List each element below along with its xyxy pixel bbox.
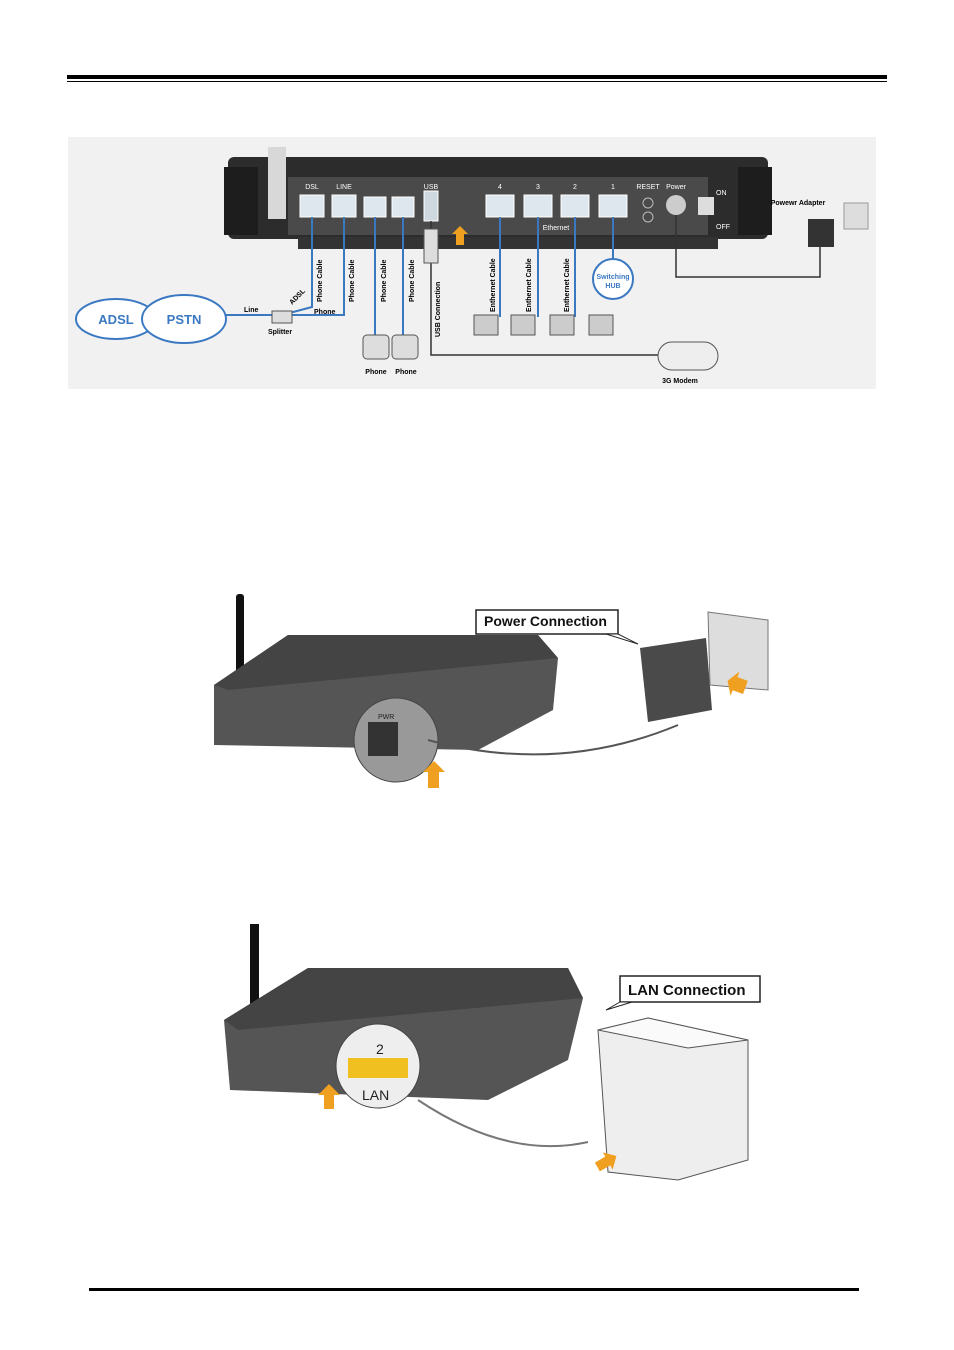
modem-icon [658, 342, 718, 370]
off-label: OFF [716, 224, 730, 231]
power-connection-diagram: PWR Power Connection [208, 590, 778, 800]
cable-eth-3: Enthernet Cable [564, 258, 571, 312]
phone-link-label: Phone [314, 309, 335, 316]
lan-connection-diagram: 2 LAN LAN Connection [218, 920, 763, 1185]
pstn-cloud-label: PSTN [167, 312, 202, 327]
hub-label-2: HUB [605, 283, 620, 290]
cable-phone-1: Phone Cable [317, 259, 324, 302]
antenna-icon [268, 147, 286, 219]
usb-plug-icon [424, 229, 438, 263]
reset-label: RESET [636, 184, 660, 191]
phone-b-label: Phone [395, 369, 416, 376]
lan-port-number: 2 [376, 1041, 384, 1057]
lan-port-label: LAN [362, 1087, 389, 1103]
wall-socket-icon [844, 203, 868, 229]
power-adapter-icon [808, 219, 834, 247]
cable-eth-2: Enthernet Cable [526, 258, 533, 312]
on-label: ON [716, 190, 727, 197]
port-2-label: 2 [573, 184, 577, 191]
rear-panel-diagram: DSL LINE USB 4 3 2 1 RESET Power ON OFF … [68, 137, 876, 389]
port-line-label: LINE [336, 184, 352, 191]
port-4-label: 4 [498, 184, 502, 191]
footer-rule [89, 1288, 859, 1291]
power-label: Power [666, 184, 687, 191]
port-usb-label: USB [424, 184, 439, 191]
power-adapter-icon [640, 638, 712, 722]
phone-icon [392, 335, 418, 359]
header-rule-thick [67, 75, 887, 79]
power-callout-label: Power Connection [484, 613, 607, 629]
header-rule-thin [67, 81, 887, 82]
port-3-label: 3 [536, 184, 540, 191]
hub-label-1: Switching [596, 274, 629, 281]
lan-callout-label: LAN Connection [628, 982, 746, 999]
cable-usb: USB Connection [435, 282, 442, 337]
ethernet-label: Ethernet [543, 225, 570, 232]
line-label: Line [244, 307, 258, 314]
splitter-icon [272, 311, 292, 323]
phone-a-label: Phone [365, 369, 386, 376]
cable-eth-1: Enthernet Cable [490, 258, 497, 312]
cable-phone-3: Phone Cable [381, 259, 388, 302]
pwr-label: PWR [378, 714, 394, 721]
phone-icon [363, 335, 389, 359]
cable-phone-4: Phone Cable [409, 259, 416, 302]
adsl-cloud-label: ADSL [98, 312, 133, 327]
port-dsl-label: DSL [305, 184, 319, 191]
adapter-label: Powewr Adapter [771, 200, 826, 207]
splitter-label: Splitter [268, 329, 292, 336]
cable-phone-2: Phone Cable [349, 259, 356, 302]
port-1-label: 1 [611, 184, 615, 191]
modem-label: 3G Modem [662, 378, 698, 385]
